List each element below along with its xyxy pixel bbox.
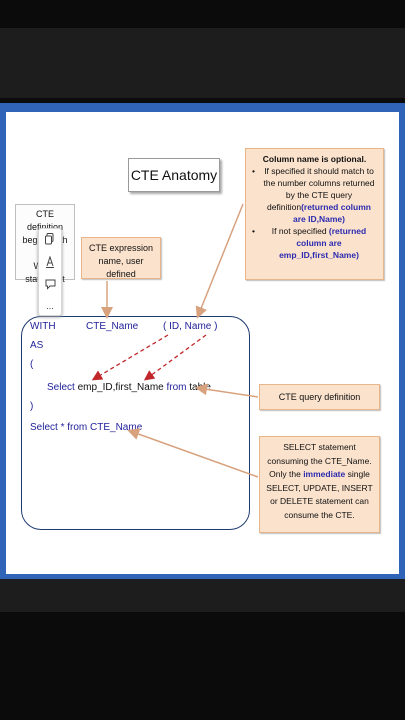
- more-icon[interactable]: ...: [46, 300, 54, 311]
- callout-cte-query-definition: CTE query definition: [259, 384, 380, 410]
- callout-heading: Column name is optional.: [262, 154, 367, 164]
- slide-title: CTE Anatomy: [128, 158, 220, 192]
- callout-column-optional: Column name is optional. If specified it…: [245, 148, 384, 280]
- bullet-item: If not specified (returned column are em…: [252, 225, 378, 261]
- code-final-select: Select * from CTE_Name: [30, 422, 143, 433]
- callout-select-consuming: SELECT statement consuming the CTE_Name.…: [259, 436, 380, 533]
- callout-bullets: If specified it should match to the numb…: [251, 165, 378, 261]
- code-select-keyword: Select: [47, 382, 75, 393]
- code-with-keyword: WITH: [30, 321, 56, 332]
- comment-icon[interactable]: [45, 279, 56, 292]
- callout-text: single SELECT, UPDATE, INSERT or DELETE …: [266, 469, 373, 520]
- format-icon[interactable]: [45, 255, 55, 270]
- callout-line: CTE expression: [88, 243, 154, 253]
- code-columns: ( ID, Name ): [163, 321, 218, 332]
- bullet-highlight: (returned column are emp_ID,first_Name): [279, 226, 367, 260]
- top-stripe: [0, 28, 405, 98]
- callout-text: SELECT statement consuming the CTE_Name.…: [267, 442, 372, 479]
- code-select-line: Select emp_ID,first_Name from table: [47, 381, 211, 395]
- bottom-stripe: [0, 579, 405, 612]
- code-close-paren: ): [30, 401, 34, 412]
- code-as-keyword: AS: [30, 340, 44, 351]
- callout-cte-expression: CTE expression name, user defined: [81, 237, 161, 279]
- copy-icon[interactable]: [45, 233, 55, 247]
- code-open-paren: (: [30, 359, 34, 370]
- floating-toolbar: ...: [38, 228, 62, 316]
- bullet-text: If specified it should match to the numb…: [263, 166, 375, 212]
- code-select-columns: emp_ID,first_Name: [77, 382, 164, 393]
- code-table-name: table: [189, 382, 211, 393]
- code-cte-name: CTE_Name: [86, 321, 139, 332]
- bullet-item: If specified it should match to the numb…: [252, 165, 378, 225]
- callout-line: CTE definition: [26, 209, 64, 232]
- bullet-text: If not specified: [271, 226, 329, 236]
- callout-highlight: immediate: [303, 469, 346, 479]
- callout-line: name, user defined: [98, 256, 144, 279]
- code-from-keyword: from: [166, 382, 187, 393]
- bullet-highlight: (returned column are ID,Name): [293, 202, 371, 224]
